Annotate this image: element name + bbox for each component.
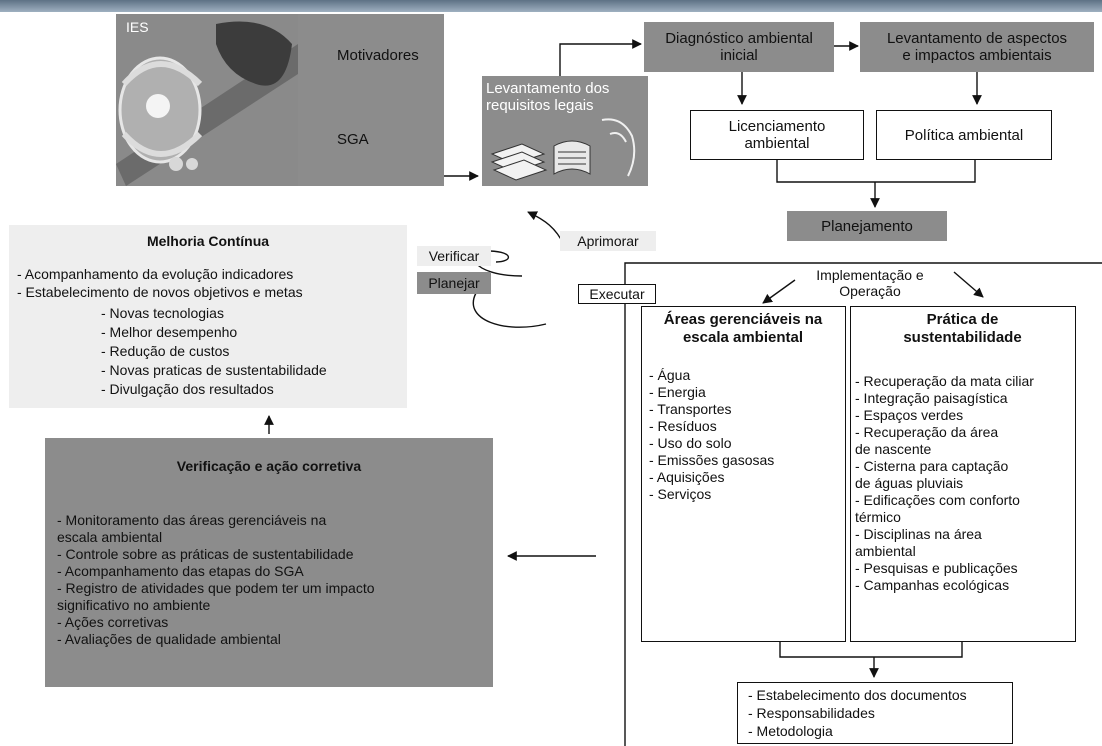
list-item: - Resíduos [649,418,717,434]
list-item: - Disciplinas na área [855,526,982,542]
melhoria-subitems: - Novas tecnologias - Melhor desempenho … [101,304,327,399]
areas-gerenciaveis-box: Áreas gerenciáveis na escala ambiental -… [641,306,846,642]
list-item: - Controle sobre as práticas de sustenta… [57,546,354,562]
implementacao-line2: Operação [839,283,901,299]
politica-ambiental-box: Política ambiental [876,110,1052,160]
sga-label: SGA [337,131,369,148]
list-item: - Espaços verdes [855,407,964,423]
list-item: - Recuperação da mata ciliar [855,373,1034,389]
list-item: - Divulgação dos resultados [101,381,274,397]
implementacao-operacao-label: Implementação e Operação [782,264,958,302]
list-item: - Responsabilidades [748,705,875,721]
list-item: - Serviços [649,486,712,502]
planejar-label: Planejar [417,272,491,294]
aprimorar-label: Aprimorar [560,231,656,251]
areas-items: - Água - Energia - Transportes - Resíduo… [649,367,774,503]
pratica-title-line2: sustentabilidade [903,329,1022,346]
list-item: de nascente [855,441,932,457]
list-item: - Registro de atividades que podem ter u… [57,580,375,596]
licenciamento-line2: ambiental [744,135,810,152]
verificacao-title: Verificação e ação corretiva [176,458,362,474]
top-decorative-band [0,0,1102,12]
planejamento-box: Planejamento [787,211,947,241]
list-item: ambiental [855,543,916,559]
list-item: - Recuperação da área [855,424,999,440]
list-item: - Pesquisas e publicações [855,560,1018,576]
documents-illustration-icon [490,118,636,181]
list-item: - Novas tecnologias [101,305,224,321]
list-item: - Água [649,367,691,383]
verificacao-acao-corretiva-box: Verificação e ação corretiva - Monitoram… [45,438,493,687]
melhoria-items: - Acompanhamento da evolução indicadores… [17,266,303,300]
list-item: - Acompanhamento das etapas do SGA [57,563,304,579]
list-item: - Redução de custos [101,343,230,359]
list-item: de águas pluviais [855,475,964,491]
pratica-title-line1: Prática de [926,311,999,328]
list-item: - Estabelecimento de novos objetivos e m… [17,284,303,300]
list-item: - Acompanhamento da evolução indicadores [17,266,294,282]
pratica-title: Prática de sustentabilidade [851,311,1074,347]
requisitos-legais-box: Levantamento dos requisitos legais [482,76,648,186]
list-item: - Melhor desempenho [101,324,238,340]
list-item: significativo no ambiente [57,597,211,613]
list-item: - Energia [649,384,706,400]
motivadores-label: Motivadores [337,47,419,64]
ies-side-panel [298,14,444,186]
politica-label: Política ambiental [904,126,1024,144]
melhoria-title: Melhoria Contínua [146,233,270,249]
verificar-label: Verificar [417,246,491,266]
list-item: - Aquisições [649,469,725,485]
documentos-items: - Estabelecimento dos documentos - Respo… [748,686,967,740]
ies-label: IES [126,19,149,35]
areas-title-line1: Áreas gerenciáveis na [663,311,823,328]
list-item: - Metodologia [748,723,833,739]
requisitos-line2: requisitos legais [486,97,594,114]
pratica-items: - Recuperação da mata ciliar - Integraçã… [855,373,1034,594]
requisitos-line1: Levantamento dos [486,80,610,97]
diagnostico-ambiental-box: Diagnóstico ambiental inicial [644,22,834,72]
implementacao-line1: Implementação e [816,267,924,283]
list-item: - Emissões gasosas [649,452,775,468]
levantamento-aspectos-line2: e impactos ambientais [902,47,1052,64]
list-item: - Avaliações de qualidade ambiental [57,631,281,647]
levantamento-aspectos-box: Levantamento de aspectos e impactos ambi… [860,22,1094,72]
melhoria-continua-box: Melhoria Contínua - Acompanhamento da ev… [9,225,407,408]
campus-aerial-icon [116,14,298,186]
list-item: - Novas praticas de sustentabilidade [101,362,327,378]
list-item: - Ações corretivas [57,614,169,630]
planejamento-label: Planejamento [821,217,913,235]
list-item: escala ambiental [57,529,163,545]
verificacao-items: - Monitoramento das áreas gerenciáveis n… [57,512,375,648]
areas-title: Áreas gerenciáveis na escala ambiental [642,311,844,347]
executar-label: Executar [578,284,656,304]
list-item: - Campanhas ecológicas [855,577,1010,593]
list-item: - Monitoramento das áreas gerenciáveis n… [57,512,327,528]
list-item: térmico [855,509,901,525]
list-item: - Uso do solo [649,435,732,451]
list-item: - Integração paisagística [855,390,1008,406]
licenciamento-ambiental-box: Licenciamento ambiental [690,110,864,160]
licenciamento-line1: Licenciamento [728,118,826,135]
levantamento-aspectos-line1: Levantamento de aspectos [886,30,1068,47]
documentos-box: - Estabelecimento dos documentos - Respo… [737,682,1013,744]
ies-campus-image: IES [116,14,298,186]
areas-title-line2: escala ambiental [682,329,804,346]
diagnostico-line1: Diagnóstico ambiental [665,30,813,47]
list-item: - Transportes [649,401,732,417]
list-item: - Edificações com conforto [855,492,1020,508]
diagnostico-line2: inicial [720,47,758,64]
list-item: - Cisterna para captação [855,458,1009,474]
pratica-sustentabilidade-box: Prática de sustentabilidade - Recuperaçã… [850,306,1076,642]
requisitos-legais-text: Levantamento dos requisitos legais [486,80,646,114]
list-item: - Estabelecimento dos documentos [748,687,967,703]
